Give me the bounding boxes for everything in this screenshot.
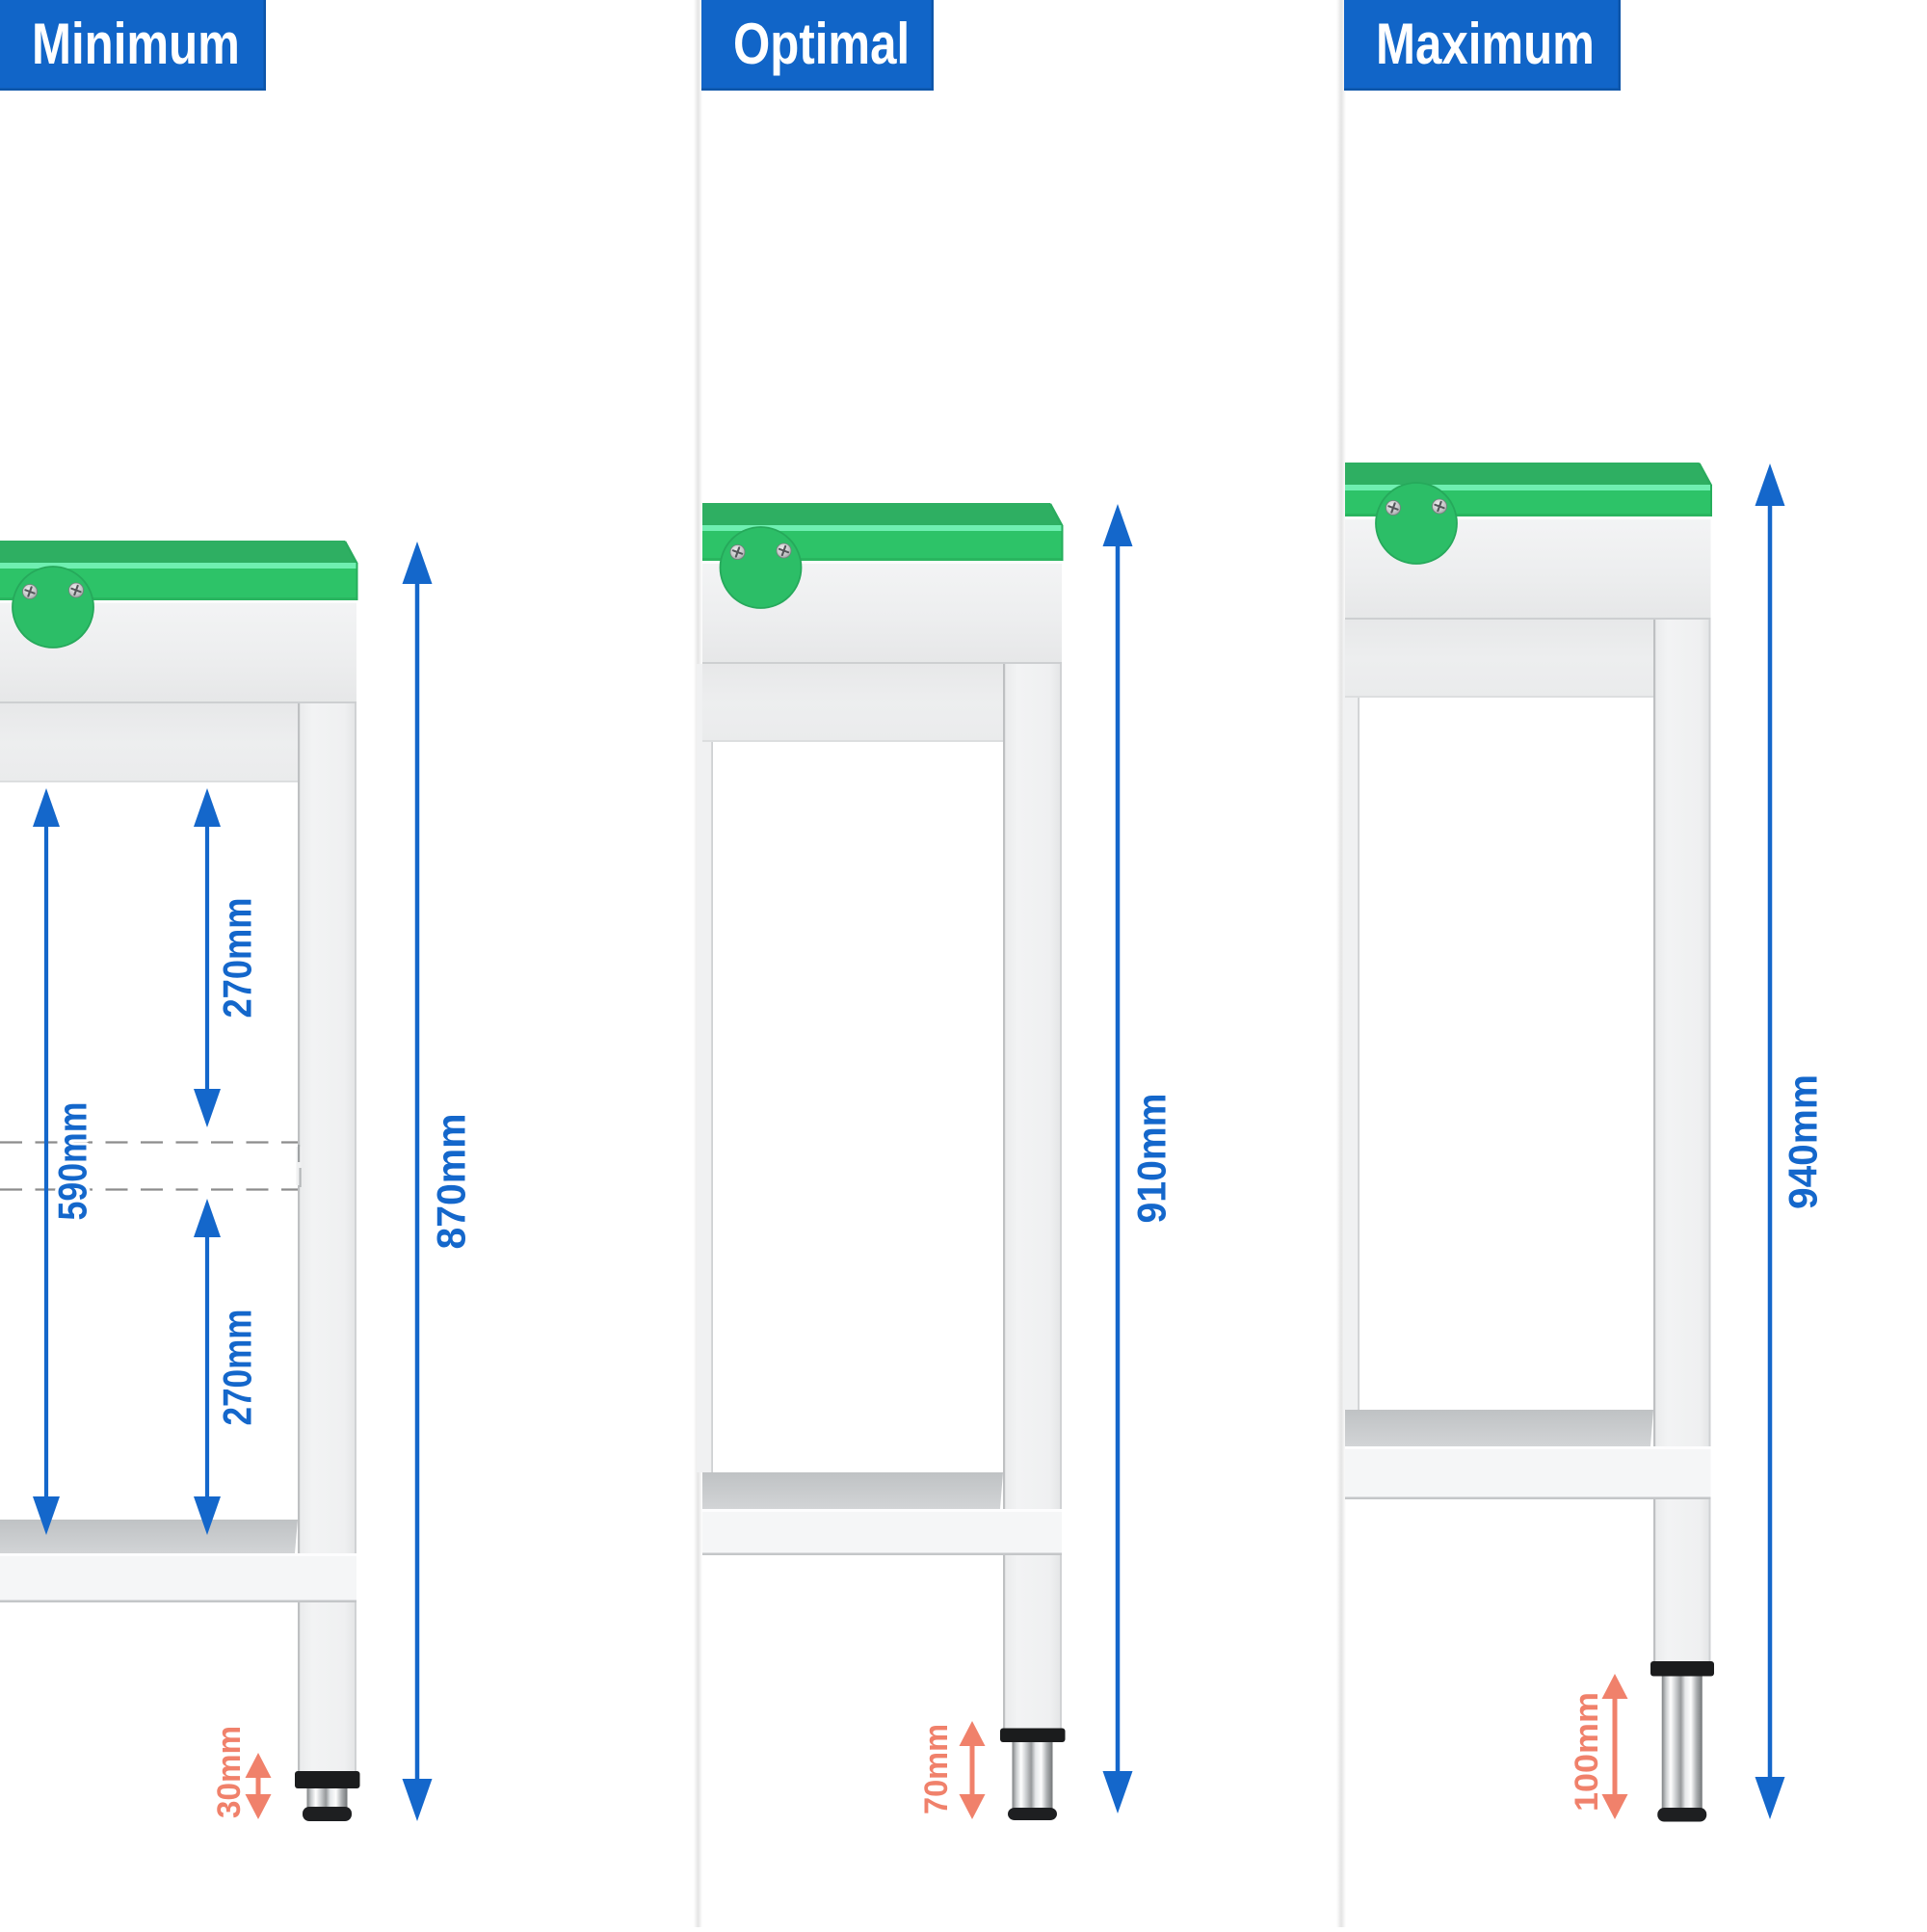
- svg-text:590mm: 590mm: [50, 1102, 95, 1221]
- svg-text:Minimum: Minimum: [32, 11, 240, 76]
- svg-text:270mm: 270mm: [215, 1310, 260, 1426]
- svg-text:940mm: 940mm: [1781, 1074, 1826, 1209]
- svg-text:30mm: 30mm: [211, 1726, 248, 1818]
- svg-text:910mm: 910mm: [1129, 1094, 1175, 1224]
- svg-text:Maximum: Maximum: [1376, 11, 1595, 76]
- svg-text:270mm: 270mm: [215, 898, 260, 1019]
- svg-text:70mm: 70mm: [918, 1724, 955, 1814]
- svg-text:100mm: 100mm: [1569, 1692, 1605, 1812]
- svg-text:870mm: 870mm: [429, 1114, 474, 1250]
- svg-text:Optimal: Optimal: [733, 11, 910, 76]
